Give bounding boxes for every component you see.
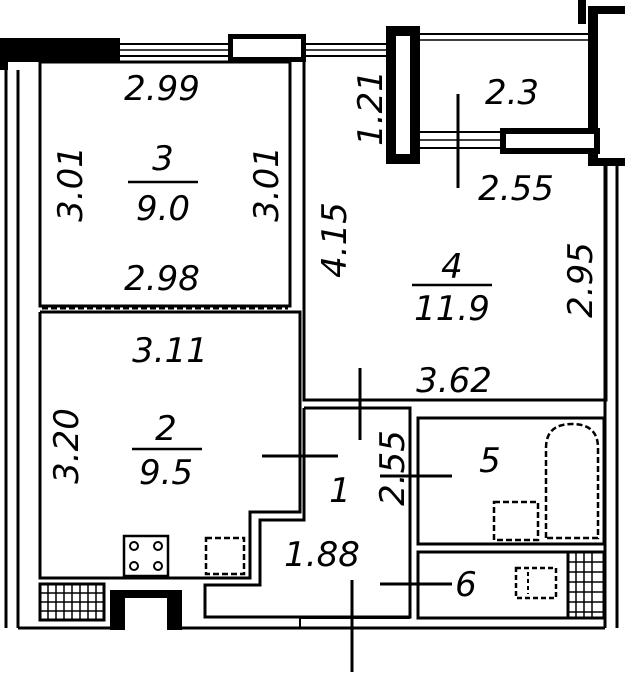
room-4-right-dimension: 2.95 (561, 242, 601, 318)
balcony-top-dimension: 2.3 (485, 73, 539, 113)
toilet-icon (514, 566, 558, 600)
interior-walls (38, 60, 608, 620)
room-4-area: 11.9 (414, 289, 490, 329)
room-3-top-dimension: 2.99 (124, 69, 200, 109)
room-2-area: 9.5 (139, 453, 193, 493)
room-5-number: 5 (479, 441, 501, 481)
room-1-number: 1 (329, 471, 351, 511)
room-3-label: 3 9.0 (128, 139, 198, 229)
room-4-label: 4 11.9 (412, 247, 492, 329)
room-3-left-dimension: 3.01 (51, 146, 91, 222)
room-3-area: 9.0 (136, 189, 190, 229)
room-3-bottom-dimension: 2.98 (124, 259, 200, 299)
room-3-number: 3 (152, 139, 174, 179)
room-2-top-dimension: 3.11 (132, 331, 208, 371)
room-6-number: 6 (455, 565, 477, 605)
balcony-left-dimension: 1.21 (351, 70, 391, 146)
room-2-number: 2 (155, 409, 177, 449)
room-2-left-dimension: 3.20 (47, 408, 87, 484)
ventilation-grid-icon (38, 550, 606, 622)
kitchen-sink-icon (204, 536, 246, 576)
room-4-number: 4 (441, 247, 463, 287)
kitchen-stove-icon (122, 534, 170, 578)
room-1-right-dimension: 2.55 (373, 430, 413, 506)
room-3-right-dimension: 3.01 (247, 146, 287, 222)
room-4-left-dimension: 4.15 (315, 202, 355, 278)
washbasin-icon (492, 500, 540, 542)
door-markers (262, 94, 460, 672)
bathtub-icon (544, 422, 600, 540)
room-1-bottom-dimension: 1.88 (284, 535, 360, 575)
outer-walls (0, 0, 625, 630)
room-4-bottom-dimension: 3.62 (416, 361, 492, 401)
room-2-label: 2 9.5 (132, 409, 202, 493)
balcony-bottom-dimension: 2.55 (478, 169, 554, 209)
